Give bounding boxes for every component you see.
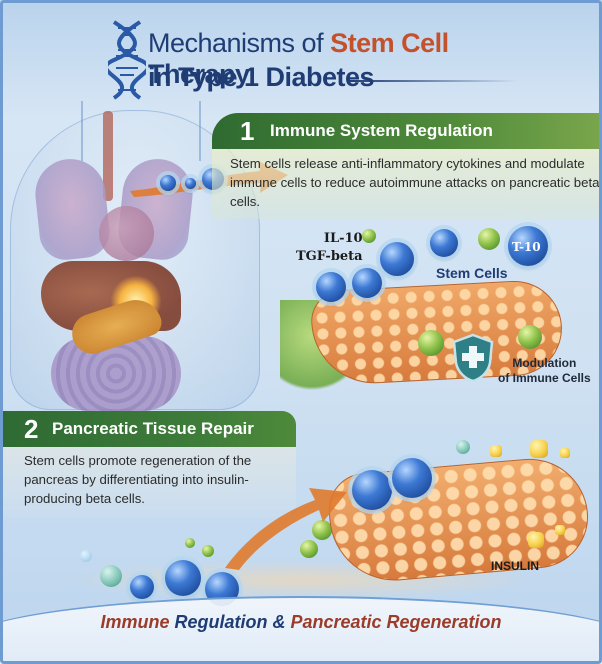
section2-panel: Stem cells promote regeneration of the p… xyxy=(0,447,296,517)
label-tgf-beta: TGF-beta xyxy=(296,249,363,264)
stem-cell xyxy=(160,175,176,191)
stem-cell xyxy=(165,560,201,596)
footer-part3: Pancreatic Regeneration xyxy=(290,612,502,632)
section2-header: 2 Pancreatic Tissue Repair xyxy=(0,411,296,447)
small-cell xyxy=(100,565,122,587)
cytokine-bubble xyxy=(362,229,376,243)
insulin-particle xyxy=(490,445,502,457)
stem-cell xyxy=(380,242,414,276)
footer-part2: Regulation & xyxy=(169,612,291,632)
insulin-particle xyxy=(528,532,544,548)
shield-cross-icon xyxy=(452,333,494,383)
arrow-up-right-icon xyxy=(225,488,347,570)
stem-cell-t10 xyxy=(508,226,548,266)
stem-cell xyxy=(130,575,154,599)
small-cell xyxy=(202,545,214,557)
label-modulation-line1: Modulation xyxy=(512,356,577,370)
immune-cell xyxy=(418,330,444,356)
beta-cell xyxy=(392,458,432,498)
section2-description: Stem cells promote regeneration of the p… xyxy=(24,453,252,506)
label-modulation-line2: of Immune Cells xyxy=(498,371,591,385)
section1-title: Immune System Regulation xyxy=(270,121,493,140)
immune-cell xyxy=(312,520,332,540)
small-cell xyxy=(185,538,195,548)
footer-caption: Immune Regulation & Pancreatic Regenerat… xyxy=(0,612,602,633)
stem-cell xyxy=(430,229,458,257)
label-insulin: INSULIN xyxy=(491,559,539,573)
title-accent: Stem Cell xyxy=(330,28,449,58)
section1-header: 1 Immune System Regulation xyxy=(212,113,602,149)
stem-cell xyxy=(185,178,196,189)
section1-number: 1 xyxy=(240,116,255,146)
page-title-line1: Mechanisms of Stem Cell Therapy xyxy=(148,28,548,90)
heart xyxy=(99,206,154,261)
footer-part1: Immune xyxy=(100,612,170,632)
section2-title: Pancreatic Tissue Repair xyxy=(52,419,254,438)
neck-outline xyxy=(81,101,201,161)
insulin-particle xyxy=(555,525,565,535)
beta-cell xyxy=(352,470,392,510)
stem-cell xyxy=(352,268,382,298)
title-divider xyxy=(348,80,518,82)
left-lung xyxy=(31,155,113,263)
section2-number: 2 xyxy=(24,414,39,444)
title-block: Mechanisms of Stem Cell Therapy in Type … xyxy=(108,20,548,100)
footer-banner xyxy=(0,596,602,664)
insulin-particle xyxy=(530,440,548,458)
immune-cell xyxy=(300,540,318,558)
title-suffix: Therapy xyxy=(148,59,250,89)
cytokine-labels: IL-10 TGF-beta xyxy=(296,230,363,266)
immune-cell xyxy=(518,325,542,349)
intestines xyxy=(51,336,181,411)
page-title-line2: in Type 1 Diabetes xyxy=(148,62,375,92)
section1-description: Stem cells release anti-inflammatory cyt… xyxy=(230,156,600,209)
stem-cell xyxy=(316,272,346,302)
small-cell xyxy=(80,550,92,562)
insulin-particle xyxy=(560,448,570,458)
title-prefix: Mechanisms of xyxy=(148,28,331,58)
label-stem-cells: Stem Cells xyxy=(436,265,508,281)
label-t10: T-10 xyxy=(512,240,541,254)
section1-panel: Stem cells release anti-inflammatory cyt… xyxy=(212,149,602,219)
label-il10: IL-10 xyxy=(323,231,363,246)
trachea xyxy=(103,111,113,201)
cytokine-bubble xyxy=(478,228,500,250)
dna-icon xyxy=(108,20,146,100)
small-cell xyxy=(456,440,470,454)
label-modulation: Modulation of Immune Cells xyxy=(498,356,591,386)
